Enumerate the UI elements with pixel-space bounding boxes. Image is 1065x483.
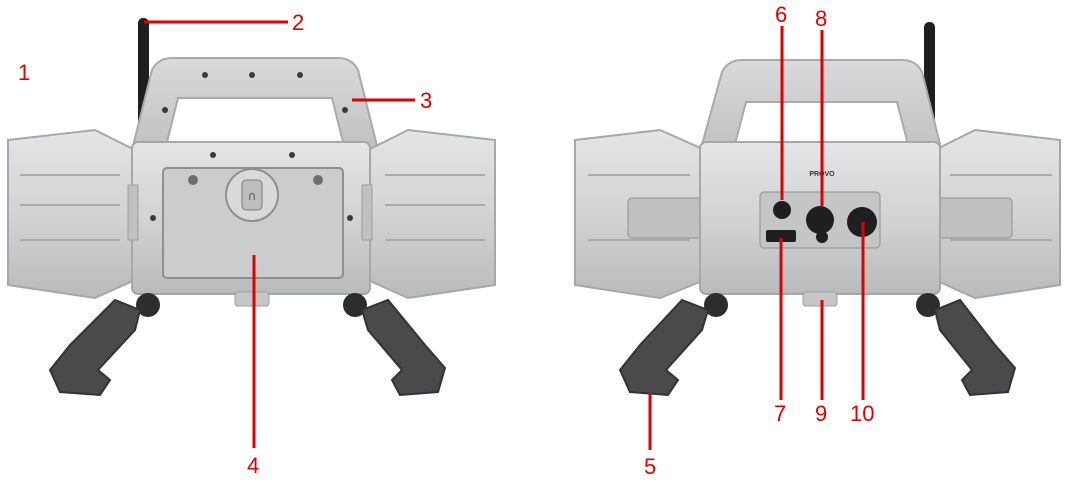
callout-7: 7 — [774, 401, 787, 426]
callout-8: 8 — [815, 6, 828, 31]
front-right-leg — [343, 293, 447, 397]
carry-handle — [130, 57, 380, 151]
io-panel — [759, 191, 881, 249]
right-speaker-wing — [367, 128, 496, 300]
rear-left-leg — [618, 293, 728, 397]
callout-3: 3 — [420, 88, 433, 113]
callout-4: 4 — [247, 453, 260, 478]
rear-left-wing — [574, 128, 711, 300]
rear-right-leg — [916, 293, 1017, 397]
callout-10: 10 — [850, 401, 875, 426]
port-7 — [766, 230, 796, 242]
port-6 — [773, 201, 791, 219]
callout-1: 1 — [18, 60, 31, 85]
callout-5: 5 — [644, 454, 657, 479]
callout-9: 9 — [815, 401, 828, 426]
callout-lines — [144, 20, 865, 450]
front-left-leg — [48, 293, 160, 397]
rear-view: PROVO — [574, 22, 1061, 397]
callout-6: 6 — [775, 2, 788, 27]
front-view: ∩ — [7, 18, 496, 397]
port-8 — [806, 206, 834, 234]
svg-text:∩: ∩ — [248, 189, 257, 203]
rear-right-wing — [929, 128, 1061, 300]
left-speaker-wing — [7, 128, 136, 300]
callout-2: 2 — [292, 10, 305, 35]
